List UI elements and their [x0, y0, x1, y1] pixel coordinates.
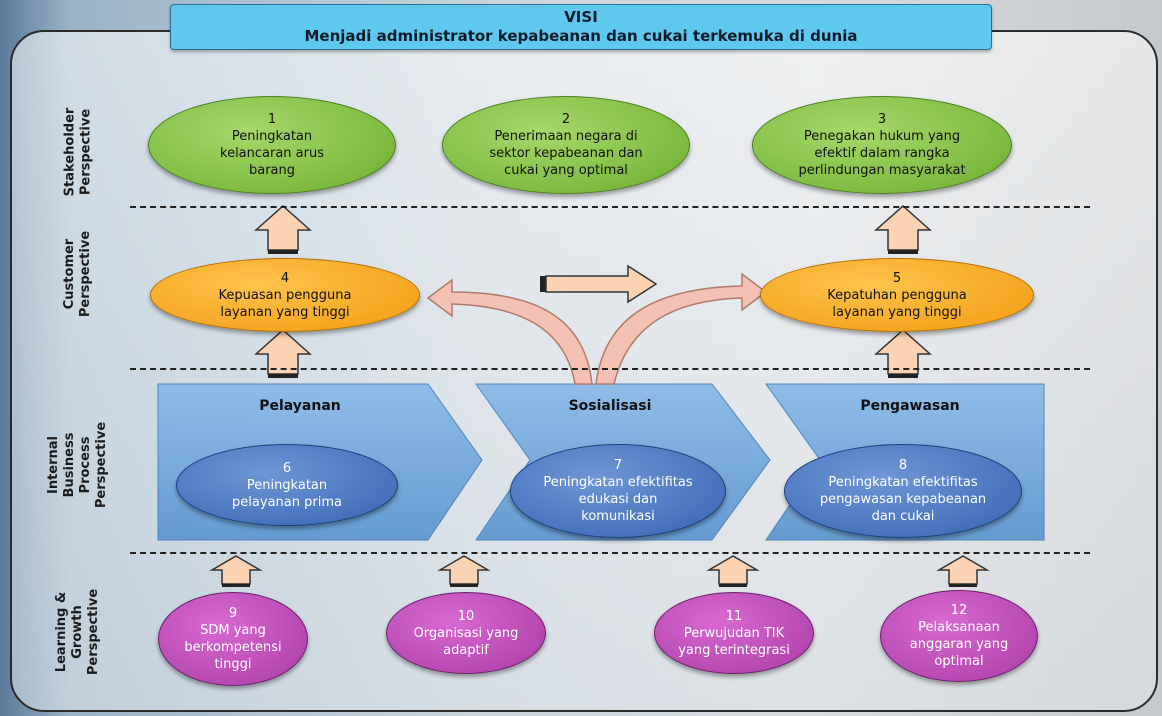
objective-12: 12 Pelaksanaan anggaran yang optimal	[880, 590, 1038, 682]
perspective-stakeholder: Stakeholder Perspective	[62, 107, 94, 197]
objective-6: 6 Peningkatan pelayanan prima	[176, 444, 398, 526]
curved-arrow-to-4	[426, 278, 593, 385]
process-title-pengawasan: Pengawasan	[860, 398, 960, 414]
objective-8: 8 Peningkatan efektifitas pengawasan kep…	[784, 444, 1022, 538]
perspective-customer: Customer Perspective	[62, 230, 93, 318]
up-arrow-11	[706, 555, 760, 587]
up-arrow-12	[936, 555, 990, 587]
vision-banner: VISI Menjadi administrator kepabeanan da…	[170, 4, 992, 50]
objective-1: 1 Peningkatan kelancaran arus barang	[148, 96, 396, 194]
up-arrow-8-to-5	[874, 328, 932, 378]
objective-4: 4 Kepuasan pengguna layanan yang tinggi	[150, 258, 420, 332]
up-arrow-5-to-3	[874, 204, 932, 254]
vision-title: VISI	[564, 8, 598, 26]
objective-5: 5 Kepatuhan pengguna layanan yang tinggi	[760, 258, 1034, 332]
right-arrow-customer	[540, 264, 658, 304]
up-arrow-4-to-1	[254, 204, 312, 254]
up-arrow-6-to-4	[254, 328, 312, 378]
objective-3: 3 Penegakan hukum yang efektif dalam ran…	[752, 96, 1012, 194]
separator-1	[130, 206, 1090, 208]
objective-7: 7 Peningkatan efektifitas edukasi dan ko…	[510, 444, 726, 538]
objective-9: 9 SDM yang berkompetensi tinggi	[158, 592, 308, 686]
process-title-sosialisasi: Sosialisasi	[568, 398, 652, 414]
objective-11: 11 Perwujudan TIK yang terintegrasi	[654, 592, 814, 674]
objective-2: 2 Penerimaan negara di sektor kepabeanan…	[442, 96, 690, 194]
up-arrow-10	[437, 555, 491, 587]
separator-3	[130, 552, 1090, 554]
objective-10: 10 Organisasi yang adaptif	[386, 592, 546, 674]
process-title-pelayanan: Pelayanan	[259, 398, 341, 414]
vision-text: Menjadi administrator kepabeanan dan cuk…	[304, 27, 858, 45]
separator-2	[130, 368, 1090, 370]
up-arrow-9	[209, 555, 263, 587]
perspective-learning: Learning & Growth Perspective	[54, 588, 101, 676]
perspective-internal: Internal Business Process Perspective	[46, 421, 109, 509]
